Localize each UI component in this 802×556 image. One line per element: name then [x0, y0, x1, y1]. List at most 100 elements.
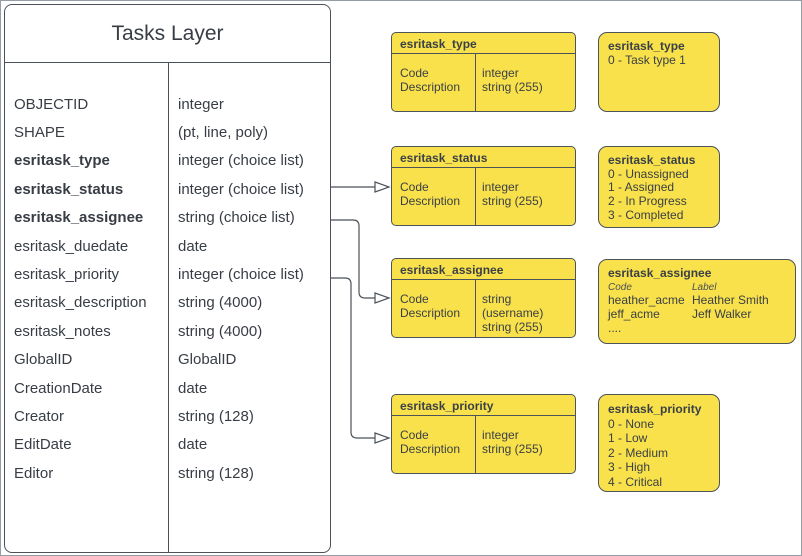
field-type: integer [482, 66, 519, 80]
domain-table-esritask-status: esritask_status Code Description integer… [391, 146, 576, 226]
field-name: esritask_notes [14, 322, 111, 340]
domain-table-body: Code Description string (username) strin… [392, 280, 575, 337]
domain-field-types: integer string (255) [476, 416, 575, 473]
value-list-esritask-assignee: esritask_assignee Code Label heather_acm… [598, 259, 796, 344]
field-name: esritask_status [14, 180, 124, 198]
field-type: date [178, 436, 208, 454]
field-type: integer [482, 180, 519, 194]
domain-table-body: Code Description integer string (255) [392, 54, 575, 111]
column-divider [168, 63, 169, 552]
domain-table-body: Code Description integer string (255) [392, 168, 575, 225]
field-type: string (128) [178, 464, 254, 482]
value-item: 0 - Unassigned [608, 166, 689, 181]
field-label: Code [400, 66, 429, 80]
field-row: esritask_duedate date [5, 232, 330, 260]
value-item: 2 - In Progress [608, 194, 687, 209]
assignee-table: Code Label heather_acme Heather Smith je… [608, 281, 789, 322]
domain-field-types: integer string (255) [476, 54, 575, 111]
field-type: integer [482, 428, 519, 442]
assignee-code: heather_acme [608, 293, 685, 308]
value-item: 3 - High [608, 460, 651, 475]
value-item: 2 - Medium [608, 445, 669, 460]
open-arrow-icon [374, 292, 391, 304]
value-item: 4 - Critical [608, 474, 663, 489]
domain-table-title: esritask_assignee [392, 259, 575, 280]
domain-field-labels: Code Description [392, 168, 476, 225]
domain-field-types: string (username) string (255) [476, 280, 575, 337]
field-row: esritask_type integer (choice list) [5, 147, 330, 175]
domain-table-esritask-assignee: esritask_assignee Code Description strin… [391, 258, 576, 338]
domain-field-labels: Code Description [392, 54, 476, 111]
value-list-title: esritask_assignee [608, 266, 712, 280]
value-item: 0 - Task type 1 [608, 52, 686, 67]
field-name: esritask_description [14, 294, 147, 312]
value-item: 0 - None [608, 416, 655, 431]
value-list-title: esritask_type [608, 39, 685, 53]
assignee-label: Heather Smith [692, 293, 769, 308]
field-row: esritask_assignee string (choice list) [5, 204, 330, 232]
field-label: Description [400, 306, 461, 320]
field-label: Code [400, 180, 429, 194]
value-item: 1 - Low [608, 431, 648, 446]
field-type: string (4000) [178, 322, 263, 340]
field-type: string (choice list) [178, 209, 295, 227]
field-type: GlobalID [178, 351, 237, 369]
domain-table-title: esritask_status [392, 147, 575, 168]
field-type: (pt, line, poly) [178, 124, 269, 142]
field-type: integer (choice list) [178, 266, 304, 284]
value-list-title: esritask_status [608, 153, 696, 167]
field-row: esritask_priority integer (choice list) [5, 260, 330, 288]
field-type: integer (choice list) [178, 152, 304, 170]
tasks-layer-title: Tasks Layer [5, 5, 330, 63]
field-name: esritask_assignee [14, 209, 144, 227]
field-name: esritask_type [14, 152, 110, 170]
domain-table-esritask-type: esritask_type Code Description integer s… [391, 32, 576, 112]
open-arrow-icon [374, 181, 391, 193]
field-name: esritask_duedate [14, 237, 129, 255]
value-list-esritask-type: esritask_type 0 - Task type 1 [598, 32, 720, 112]
field-type: date [178, 379, 208, 397]
field-type: string (255) [482, 194, 543, 208]
assignee-more-ellipsis: .... [608, 320, 622, 335]
field-name: EditDate [14, 436, 72, 454]
field-name: CreationDate [14, 379, 103, 397]
field-type: string (255) [482, 442, 543, 456]
field-row: EditDate date [5, 431, 330, 459]
field-type: string (255) [482, 80, 543, 94]
field-row: Editor string (128) [5, 459, 330, 487]
assignee-label: Jeff Walker [692, 307, 752, 322]
field-label: Description [400, 442, 461, 456]
field-name: GlobalID [14, 351, 73, 369]
domain-table-body: Code Description integer string (255) [392, 416, 575, 473]
field-name: Editor [14, 464, 54, 482]
field-type: string (255) [482, 320, 543, 334]
field-name: esritask_priority [14, 266, 120, 284]
field-name: SHAPE [14, 124, 65, 142]
value-item: 3 - Completed [608, 207, 684, 222]
value-item: 1 - Assigned [608, 180, 675, 195]
assignee-code-header: Code [608, 281, 632, 293]
field-name: OBJECTID [14, 95, 89, 113]
connector-assignee [331, 219, 375, 299]
field-type: date [178, 237, 208, 255]
field-label: Description [400, 194, 461, 208]
domain-field-types: integer string (255) [476, 168, 575, 225]
domain-field-labels: Code Description [392, 416, 476, 473]
open-arrow-icon [374, 432, 391, 444]
value-list-esritask-status: esritask_status 0 - Unassigned 1 - Assig… [598, 146, 720, 228]
domain-table-esritask-priority: esritask_priority Code Description integ… [391, 394, 576, 474]
field-row: SHAPE (pt, line, poly) [5, 118, 330, 146]
field-name: Creator [14, 407, 65, 425]
value-list-esritask-priority: esritask_priority 0 - None 1 - Low 2 - M… [598, 394, 720, 492]
field-label: Code [400, 292, 429, 306]
field-type: string (username) [482, 292, 544, 320]
field-row: GlobalID GlobalID [5, 346, 330, 374]
field-label: Description [400, 80, 461, 94]
